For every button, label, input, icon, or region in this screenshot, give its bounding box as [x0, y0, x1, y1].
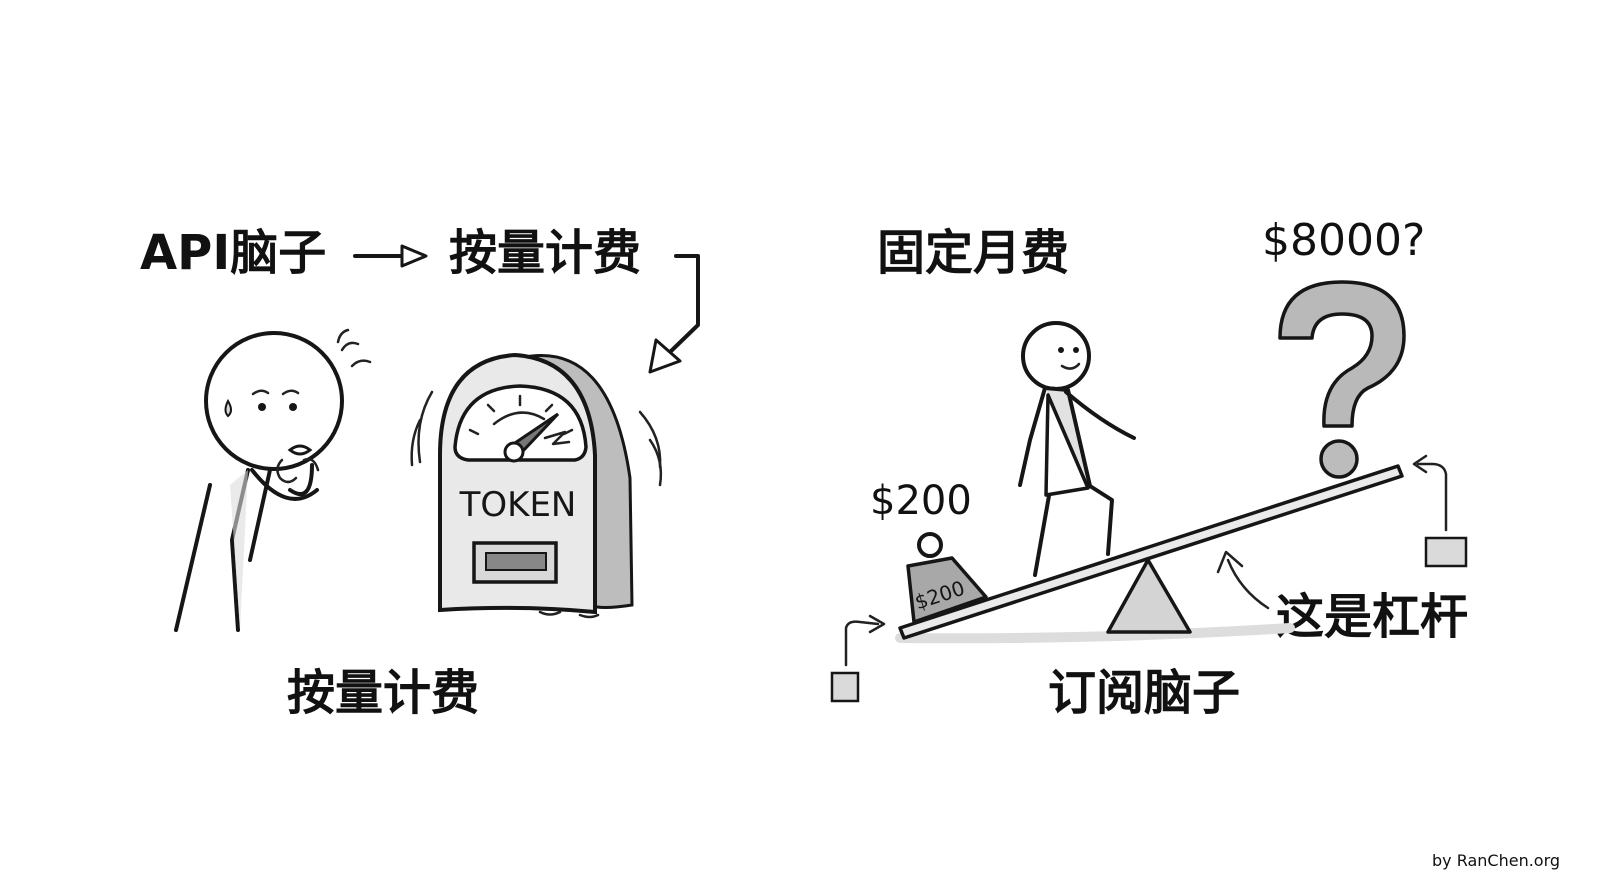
fixed-fee-label: 固定月费	[877, 225, 1070, 281]
question-price-label: $8000?	[1262, 215, 1426, 266]
arrow-right-icon	[353, 244, 428, 268]
billing-top-label: 按量计费	[449, 225, 642, 281]
small-arrow-left-block	[830, 614, 886, 703]
left-caption: 按量计费	[287, 665, 480, 721]
lever-pointer-icon	[1216, 550, 1270, 610]
lever-label: 这是杠杆	[1276, 589, 1469, 645]
happy-person	[1018, 321, 1136, 577]
weight-price-label: $200	[870, 478, 972, 524]
credit-text: by RanChen.org	[1432, 851, 1561, 870]
question-mark-icon	[1278, 280, 1406, 479]
worried-person	[174, 328, 372, 632]
token-meter: TOKEN	[410, 352, 663, 619]
arrow-down-left-icon	[648, 254, 700, 374]
seesaw-scene	[895, 464, 1404, 644]
weight-icon: $200	[906, 532, 988, 624]
api-brain-label: API脑子	[140, 225, 327, 281]
small-arrow-right-block	[1412, 454, 1468, 568]
right-caption: 订阅脑子	[1048, 665, 1241, 721]
meter-token-label: TOKEN	[459, 485, 577, 525]
